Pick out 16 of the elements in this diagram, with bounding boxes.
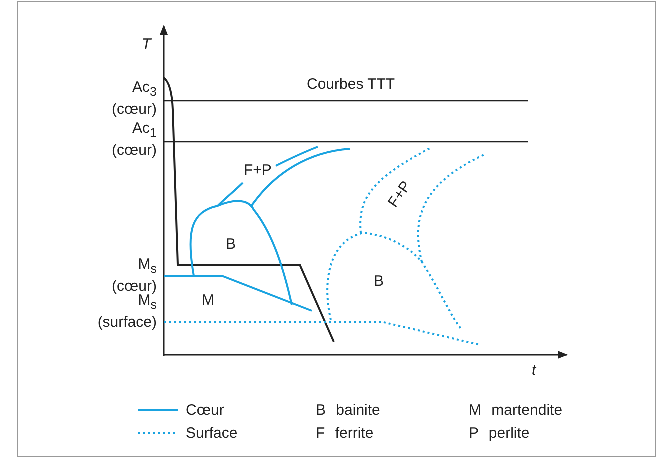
- temperature-label: Ac$_{1}$ (cœur): [111, 120, 157, 159]
- region-label: F+P: [244, 162, 272, 179]
- region-label: M: [202, 292, 214, 309]
- temperature-label: M$_{s}$ (cœur): [111, 256, 157, 295]
- legend-text: Surface: [186, 425, 238, 442]
- legend-text: Cœur: [186, 402, 224, 419]
- key-text: P perlite: [469, 425, 530, 442]
- key-text: M martendite: [469, 402, 563, 419]
- temperature-label: Ac$_{3}$ (cœur): [111, 79, 157, 118]
- chart-title: Courbes TTT: [307, 76, 396, 93]
- region-label: B: [226, 236, 236, 253]
- key-text: F ferrite: [316, 425, 374, 442]
- region-label: B: [374, 273, 384, 290]
- key-text: B bainite: [316, 402, 380, 419]
- axis-label: T: [142, 36, 152, 53]
- axis-label: t: [532, 362, 536, 379]
